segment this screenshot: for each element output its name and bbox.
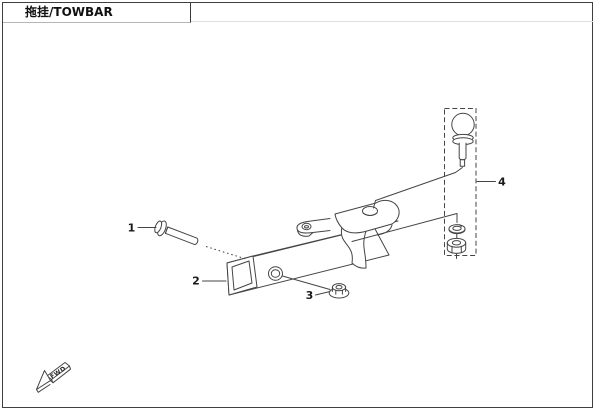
tongue-to-washer-line [351, 213, 458, 242]
flange-nut-body-top [331, 283, 347, 292]
tube-end-opening-inner [231, 260, 253, 291]
alignment-lines [205, 167, 463, 290]
bolt-insertion-line [205, 246, 247, 260]
title-underline [3, 21, 593, 22]
hitch-tongue [334, 199, 400, 269]
tab-outline [296, 218, 331, 234]
assembly-dashed-box [444, 108, 477, 256]
tongue-neck-right-edge [363, 230, 367, 269]
bolt-head [154, 220, 163, 234]
ball-to-tongue-line [373, 167, 463, 209]
leader-line-3 [315, 291, 331, 296]
lock-washer-hole [452, 225, 462, 231]
bolt [154, 220, 199, 245]
tongue-hole-shadow [362, 212, 378, 216]
tab-hole-inner [304, 225, 309, 229]
fwd-arrow: FWD [36, 362, 71, 393]
part-label-3: 3 [306, 289, 314, 302]
hex-nut-hole [451, 240, 462, 246]
tube-side-hole-inner [270, 269, 281, 278]
tab-hole [301, 222, 312, 231]
title-box: 拖挂/TOWBAR [3, 3, 191, 23]
tongue-neck-fill [341, 227, 366, 269]
page-title: 拖挂/TOWBAR [25, 5, 113, 19]
fwd-arrow-thickness [36, 365, 71, 393]
flange-nut-body-sides [331, 286, 347, 295]
ball-stem-tip [459, 159, 466, 167]
ball-stem [458, 142, 467, 161]
bolt-shank [164, 226, 199, 245]
part-label-1: 1 [128, 222, 136, 235]
hex-nut-top [446, 237, 467, 248]
lock-washer-split [459, 224, 462, 227]
tongue-plate [334, 199, 400, 234]
fwd-arrow-head [36, 370, 51, 390]
tow-ball [451, 112, 475, 137]
flange-nut-hole [335, 284, 343, 290]
tongue-neck-left-edge [340, 226, 353, 264]
tab-thickness [297, 230, 314, 237]
tube-side-hole [268, 266, 283, 281]
tongue-neck-bottom-edge [351, 262, 367, 269]
tow-ball-assembly [446, 112, 475, 254]
part-labels: 1 2 3 4 [128, 176, 507, 303]
hole-to-nut-line [282, 275, 331, 290]
mounting-tab [296, 218, 331, 237]
bolt-shank-junction [164, 226, 169, 234]
flange-nut [328, 283, 350, 299]
part-label-2: 2 [192, 275, 200, 288]
part-label-4: 4 [498, 176, 506, 189]
